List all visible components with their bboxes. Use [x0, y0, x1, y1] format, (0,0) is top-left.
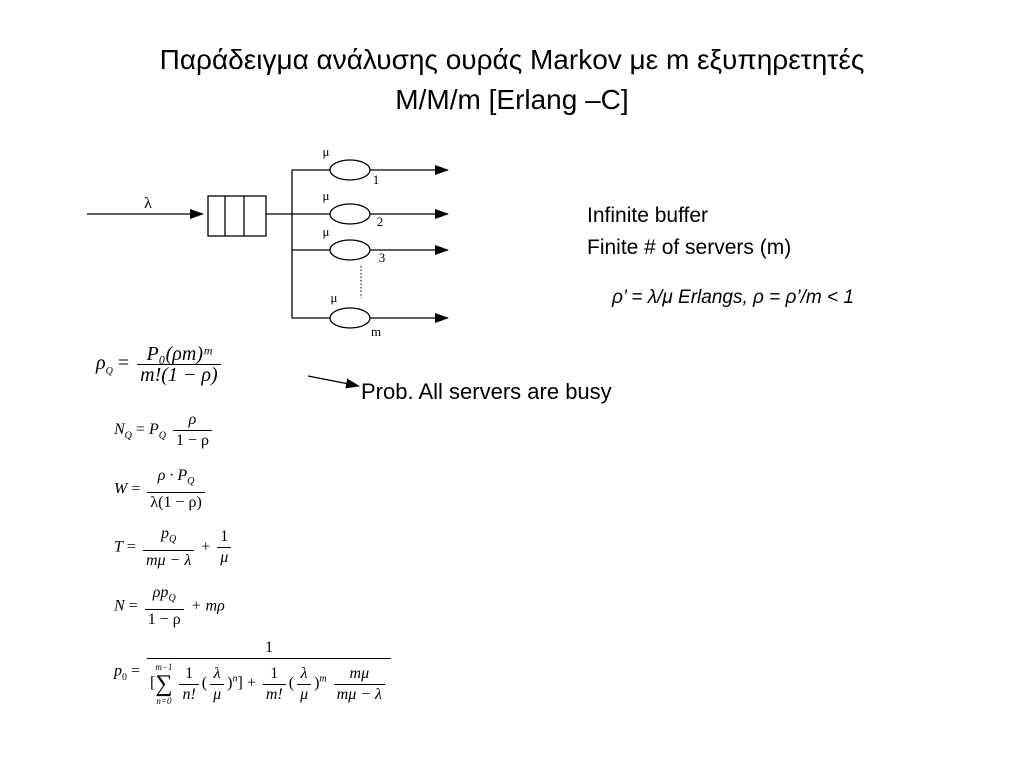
server-3 — [292, 239, 449, 261]
p0-lhs: p — [114, 662, 122, 680]
server-m-mu: μ — [331, 290, 338, 305]
sum-symbol: ∑ — [155, 671, 173, 697]
system-description: Infinite buffer Finite # of servers (m) — [587, 200, 791, 264]
server-3-label: 3 — [379, 250, 386, 265]
rho-q-lhs: ρ — [96, 352, 106, 375]
queue-buffer — [207, 195, 267, 237]
t-num1: p — [160, 525, 169, 542]
utilization-formula: ρ’ = λ/μ Erlangs, ρ = ρ’/m < 1 — [612, 287, 854, 308]
p0-sum-bottom: n=0 — [156, 696, 172, 706]
p0-sum-top: m−1 — [155, 662, 173, 672]
w-lhs: W — [114, 480, 128, 498]
server-2-mu: μ — [323, 188, 330, 203]
p0-exp2: m — [319, 673, 327, 685]
arrival-label: λ — [144, 195, 152, 212]
title-line-1: Παράδειγμα ανάλυσης ουράς Markov με m εξ… — [159, 44, 865, 75]
p0-t3-num: mμ — [333, 664, 385, 685]
p0-num: 1 — [147, 638, 391, 659]
n-tail: + mρ — [190, 597, 225, 615]
server-2 — [292, 203, 449, 225]
n-q-num: ρ — [172, 410, 212, 431]
t-lhs: T — [114, 538, 123, 556]
annotation-busy: Prob. All servers are busy — [361, 379, 612, 404]
w-den: λ(1 − ρ) — [150, 494, 202, 512]
w-num-sub: Q — [187, 476, 195, 488]
rho-q-num: P₀(ρm)ᵐ — [137, 344, 221, 365]
p0-lhs-sub: 0 — [122, 671, 127, 683]
n-q-lhs-sub: Q — [124, 430, 132, 442]
p0-t2-num: 1 — [262, 664, 286, 685]
p0-t1-den: n! — [182, 685, 196, 703]
n-num-sub: Q — [168, 593, 176, 605]
p0-mu-1: μ — [213, 685, 222, 703]
p0-t1-num: 1 — [179, 664, 199, 685]
p0-t2-den: m! — [265, 685, 283, 703]
rho-q-den: m!(1 − ρ) — [140, 364, 218, 386]
annotation-arrow — [307, 375, 360, 389]
p0-lam-1: λ — [210, 664, 225, 685]
n-q-factor: P — [148, 421, 159, 439]
info-buffer: Infinite buffer — [587, 204, 709, 227]
n-lhs: N — [114, 597, 125, 615]
server-1-mu: μ — [323, 144, 330, 159]
p0-mu-2: μ — [300, 685, 309, 703]
server-1-label: 1 — [373, 172, 380, 187]
n-q-factor-sub: Q — [158, 430, 166, 442]
server-3-mu: μ — [323, 224, 330, 239]
slide-title: Παράδειγμα ανάλυσης ουράς Markov με m εξ… — [0, 40, 1024, 120]
rho-q-lhs-sub: Q — [105, 366, 113, 378]
t-num1-sub: Q — [168, 534, 177, 546]
n-q-den: 1 − ρ — [175, 432, 209, 449]
info-servers: Finite # of servers (m) — [587, 236, 792, 259]
t-num2: 1 — [217, 527, 232, 549]
t-den2: μ — [220, 549, 229, 567]
n-den: 1 − ρ — [147, 611, 181, 629]
server-m-label: m — [371, 324, 381, 339]
server-2-label: 2 — [377, 214, 384, 229]
title-line-2: M/M/m [Erlang –C] — [395, 84, 629, 115]
server-1 — [292, 159, 449, 181]
n-q-lhs: N — [114, 421, 125, 439]
p0-exp1: n — [232, 673, 238, 685]
w-num: ρ · P — [157, 467, 188, 484]
n-num: ρp — [152, 584, 169, 601]
p0-t3-den: mμ − λ — [336, 685, 382, 703]
server-m — [292, 307, 449, 329]
p0-lam-2: λ — [297, 664, 312, 685]
t-den1: mμ − λ — [145, 552, 192, 570]
